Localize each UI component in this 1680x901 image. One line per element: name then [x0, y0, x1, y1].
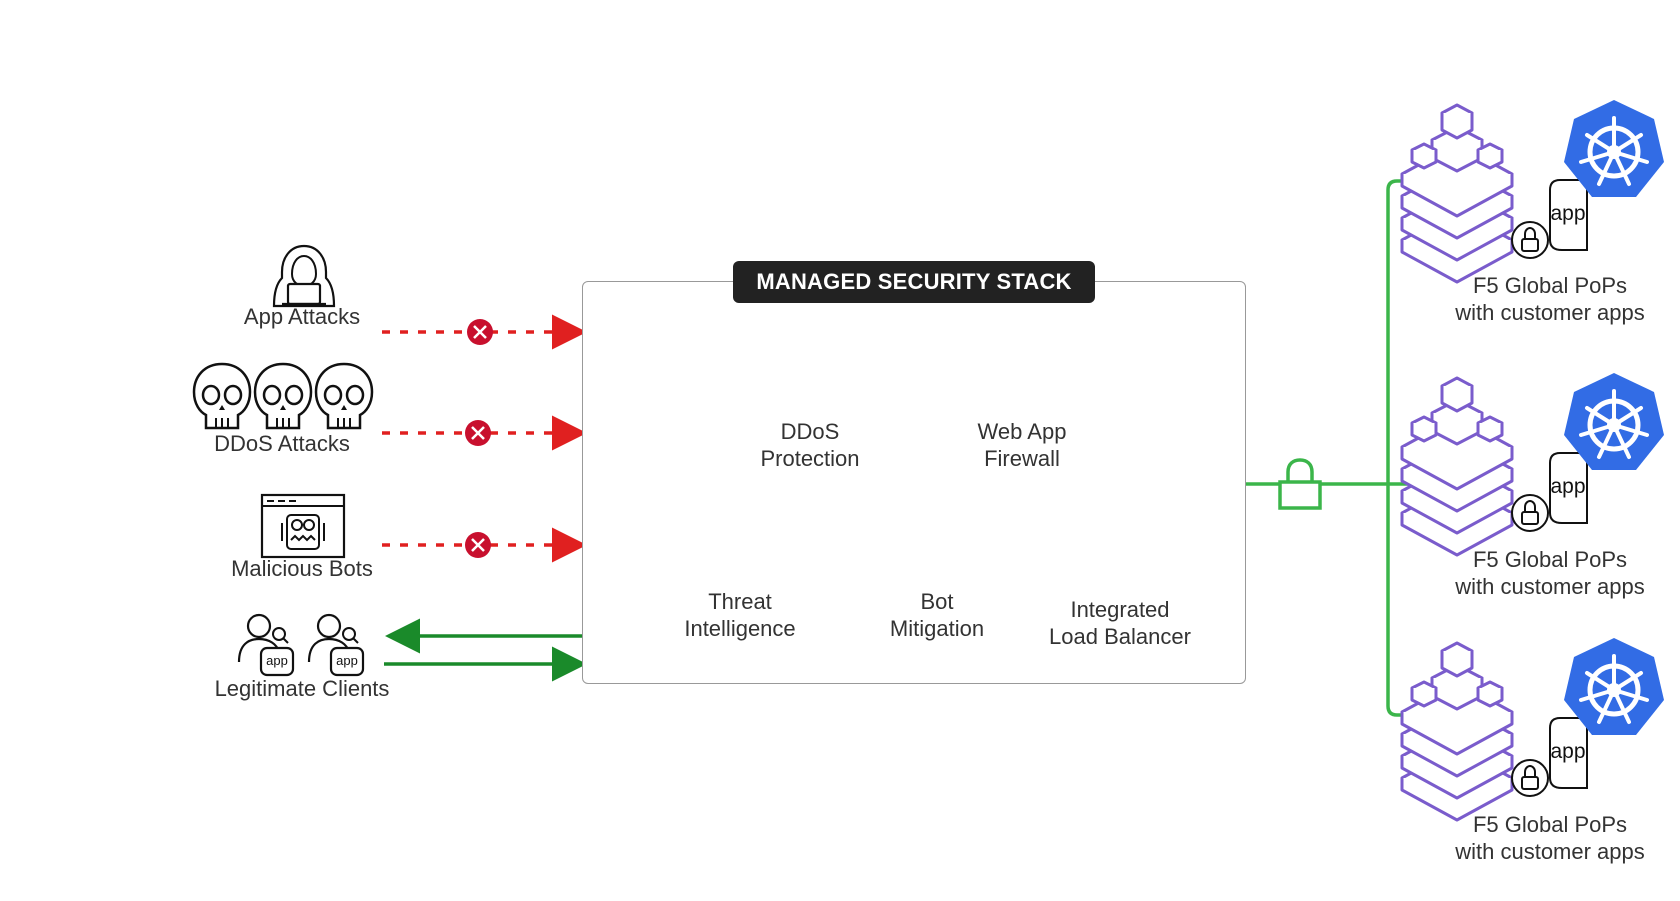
skull-icon — [314, 362, 374, 430]
skull-icon — [192, 362, 252, 430]
app-container — [1549, 452, 1588, 524]
app-container — [1549, 717, 1588, 789]
secure-lock-icon — [1278, 458, 1322, 510]
blocked-arrow-app-attacks — [382, 314, 587, 350]
pop-stack-icon — [1400, 641, 1514, 822]
app-label: app — [1550, 202, 1585, 225]
blocked-arrow-bots — [382, 527, 587, 563]
app-label: app — [1550, 740, 1585, 763]
client-app-badge: app — [266, 653, 288, 668]
lock-icon — [1511, 221, 1549, 259]
pop-stack-icon — [1400, 376, 1514, 557]
app-attacks-label: App Attacks — [243, 304, 361, 329]
pop-stack-icon — [1400, 103, 1514, 284]
app-connector — [1549, 452, 1586, 513]
managed-security-stack — [582, 281, 1246, 684]
app-label: app — [1550, 475, 1585, 498]
app-connector — [1549, 179, 1586, 240]
client-app-badge: app — [336, 653, 358, 668]
malicious-bot-icon — [260, 493, 346, 559]
hacker-icon — [272, 244, 336, 308]
kubernetes-icon — [1564, 100, 1664, 197]
pop-group: app — [1400, 638, 1664, 822]
malicious-bots-label: Malicious Bots — [231, 556, 373, 581]
pop-group: app — [1400, 100, 1664, 284]
blocked-arrow-ddos — [382, 415, 587, 451]
kubernetes-icon — [1564, 373, 1664, 470]
skull-icon — [253, 362, 313, 430]
app-connector — [1549, 717, 1586, 778]
lock-icon — [1511, 759, 1549, 797]
legitimate-clients-label: Legitimate Clients — [214, 676, 390, 701]
lock-icon — [1511, 494, 1549, 532]
kubernetes-icon — [1564, 638, 1664, 735]
app-container — [1549, 179, 1588, 251]
pop-group: app — [1400, 373, 1664, 557]
ddos-attacks-label: DDoS Attacks — [214, 431, 350, 456]
stack-title: MANAGED SECURITY STACK — [733, 261, 1095, 303]
